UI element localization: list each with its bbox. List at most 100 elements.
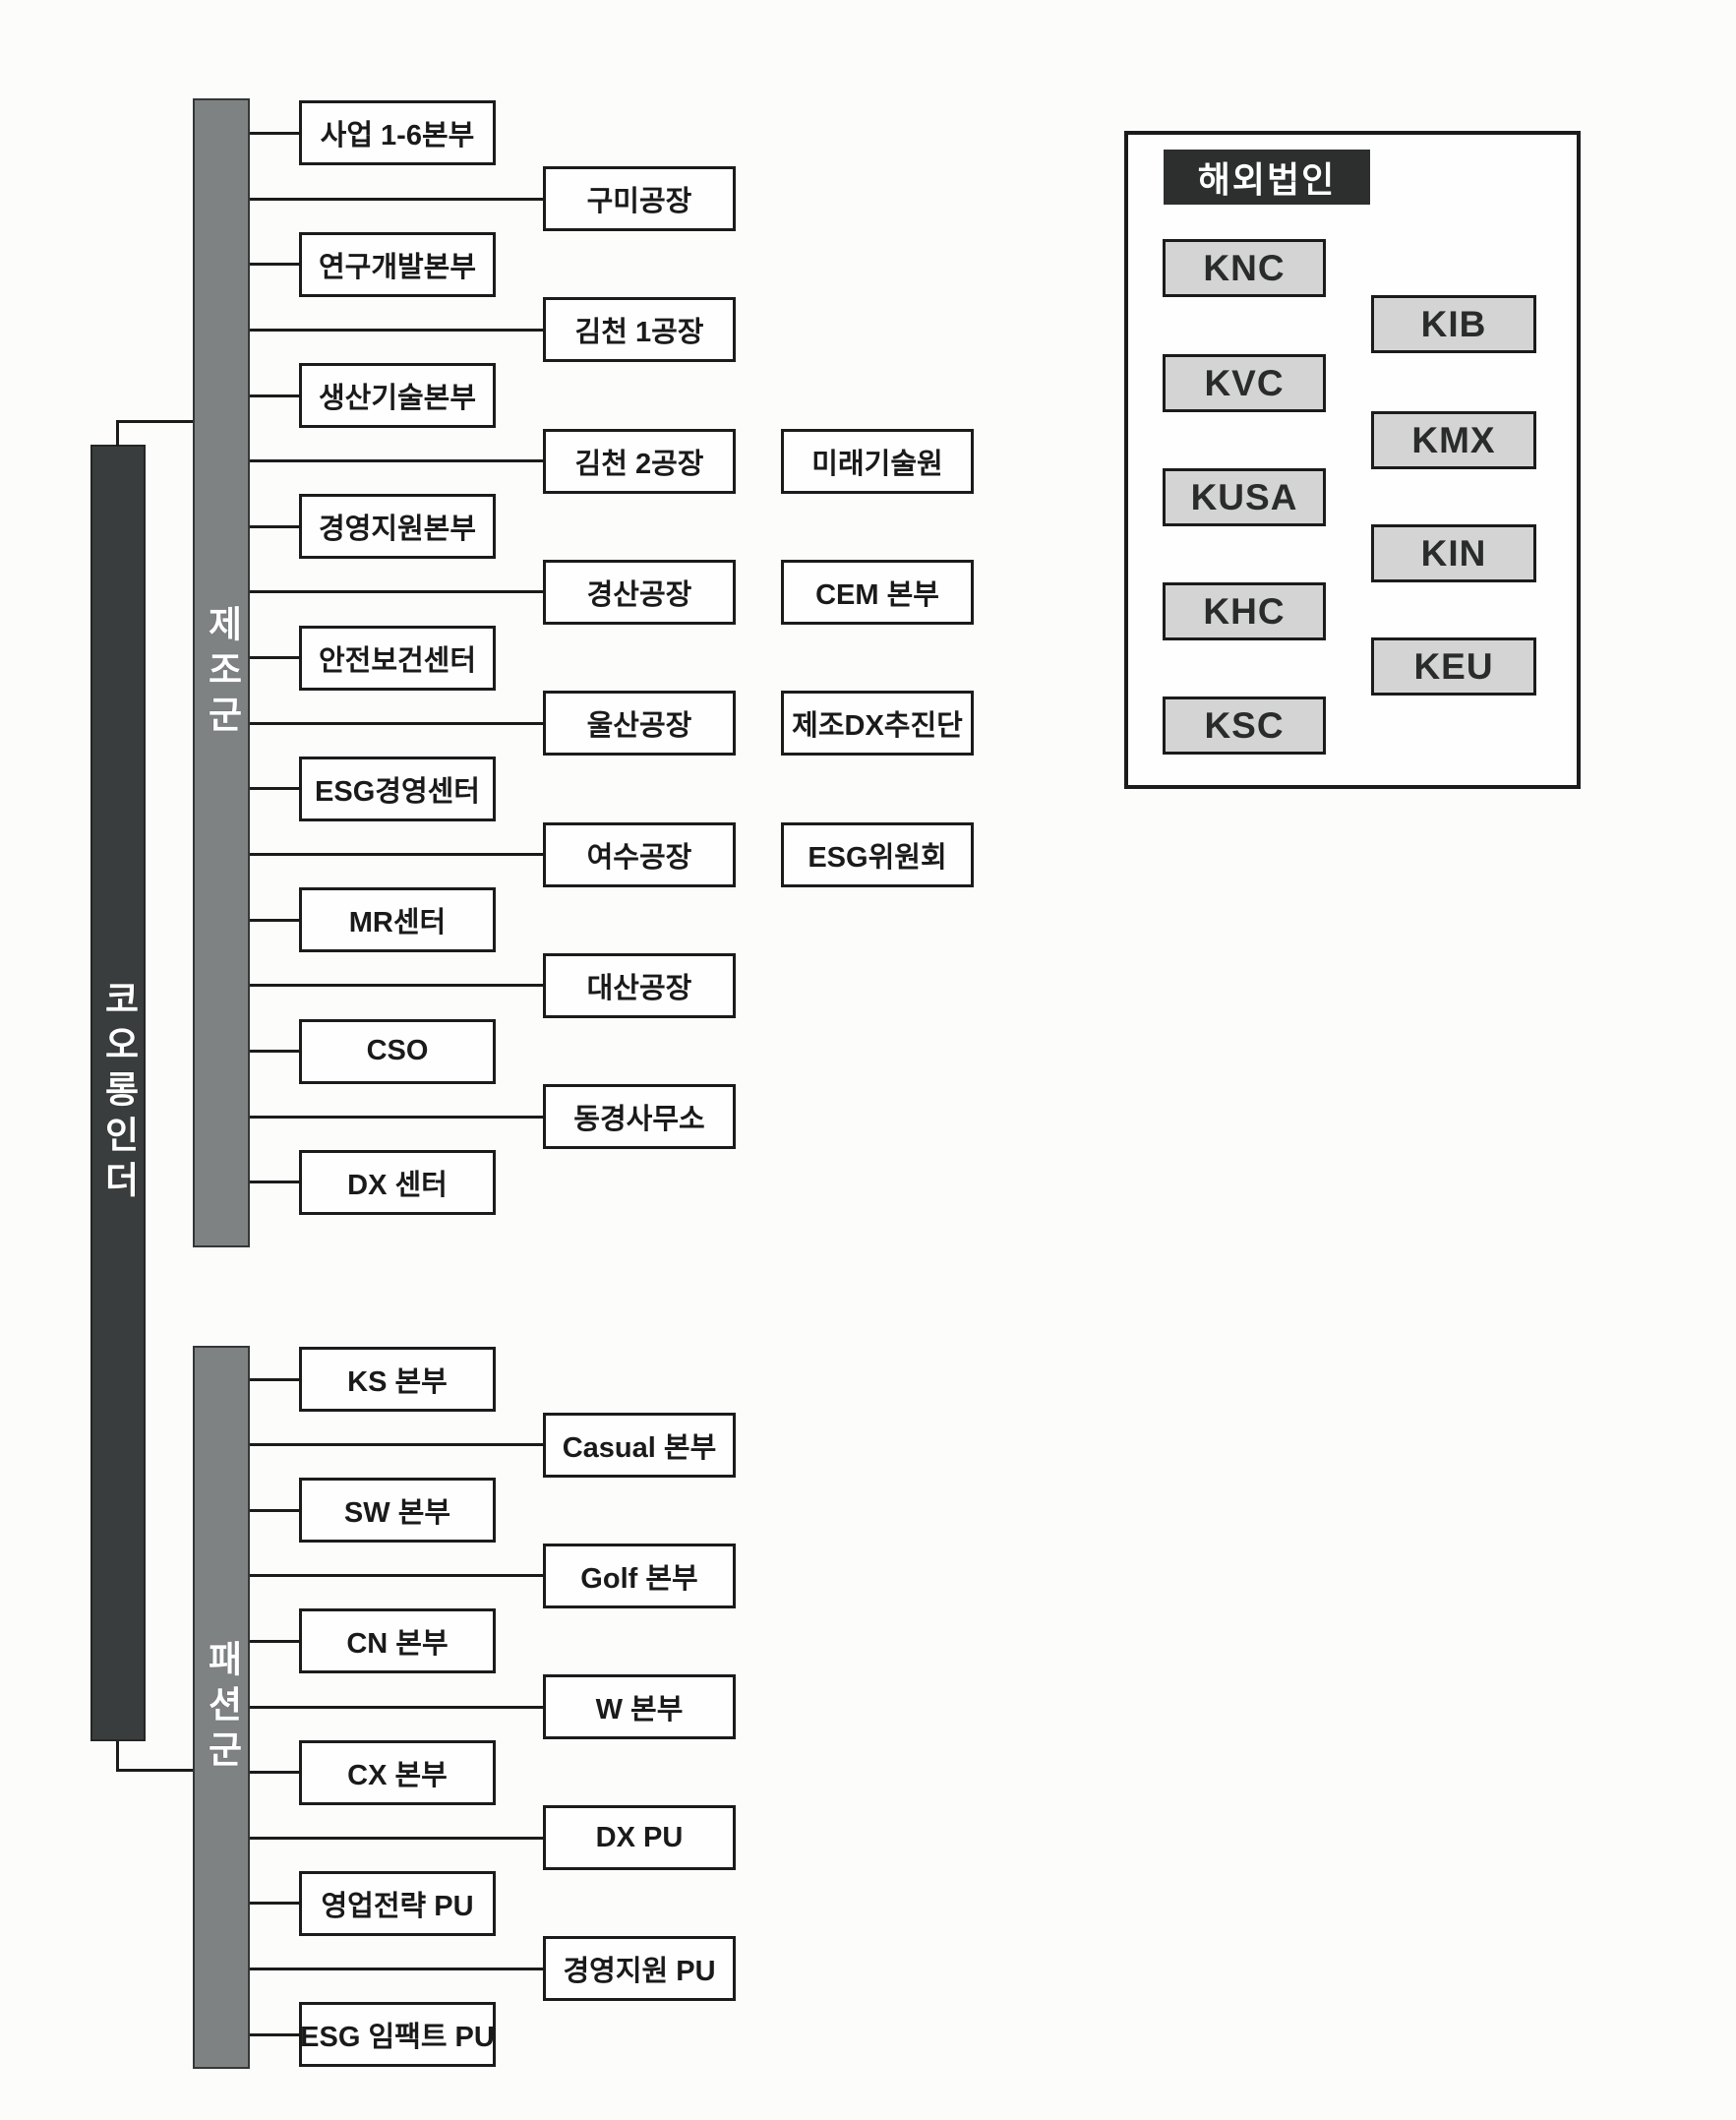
org-node-label: KEU [1413, 645, 1494, 687]
org-node-label: MR센터 [348, 907, 447, 939]
connector-line [250, 1443, 543, 1447]
org-node: 생산기술본부 [299, 363, 496, 428]
connector-root-to-manufacturing-vertical [116, 420, 119, 447]
org-node: CSO [299, 1018, 496, 1084]
org-node: SW 본부 [299, 1478, 496, 1544]
org-node-label: KIB [1420, 303, 1487, 344]
org-node: KS 본부 [299, 1347, 496, 1412]
org-node-label: SW 본부 [343, 1497, 451, 1530]
org-node: DX 센터 [299, 1149, 496, 1215]
org-node-label: KVC [1204, 362, 1285, 403]
org-node-label: ESG위원회 [808, 841, 947, 874]
org-node: 울산공장 [543, 691, 736, 757]
org-node-label: 여수공장 [586, 841, 692, 874]
org-node: 경영지원 PU [543, 1936, 736, 2002]
connector-line [250, 328, 543, 332]
connector-line [250, 1377, 299, 1381]
org-node: MR센터 [299, 887, 496, 953]
connector-line [250, 1639, 299, 1643]
overseas-node: KUSA [1163, 468, 1326, 526]
connector-line [250, 984, 543, 988]
org-node: W 본부 [543, 1674, 736, 1739]
overseas-node: KHC [1163, 582, 1326, 640]
org-node-label: 김천 1공장 [574, 317, 704, 349]
connector-line [250, 197, 543, 201]
org-node: 안전보건센터 [299, 625, 496, 691]
org-node-label: 생산기술본부 [318, 383, 477, 414]
org-node: ESG 임팩트 PU [299, 2002, 496, 2067]
org-node: CN 본부 [299, 1608, 496, 1674]
connector-line [250, 459, 543, 463]
org-node-label: CN 본부 [346, 1628, 449, 1661]
org-node-label: DX 센터 [347, 1169, 448, 1201]
overseas-node: KIN [1371, 524, 1536, 582]
org-node-label: 울산공장 [586, 710, 692, 743]
group-bar-fashion-label: 패션군 [202, 1639, 242, 1776]
org-node-label: 영업전략 PU [321, 1890, 474, 1922]
org-node-label: W 본부 [595, 1694, 684, 1726]
connector-line [250, 524, 299, 528]
connector-line [250, 1705, 543, 1709]
connector-line [250, 1902, 299, 1906]
connector-line [250, 1181, 299, 1184]
root-company-label: 코오롱인더 [98, 980, 139, 1206]
connector-line [250, 1967, 543, 1970]
org-node: Golf 본부 [543, 1543, 736, 1608]
connector-line [250, 918, 299, 922]
org-side-node: 미래기술원 [781, 428, 974, 494]
connector-line [250, 721, 543, 725]
connector-line [250, 1836, 543, 1840]
overseas-node: KVC [1163, 354, 1326, 412]
org-node: Casual 본부 [543, 1412, 736, 1478]
overseas-node: KMX [1371, 411, 1536, 469]
org-node-label: ESG경영센터 [315, 775, 480, 808]
connector-root-to-fashion-horizontal [116, 1769, 193, 1772]
connector-root-to-fashion-vertical [116, 1741, 119, 1772]
org-node-label: KSC [1204, 704, 1285, 746]
org-node-label: 김천 2공장 [574, 448, 704, 480]
connector-line [250, 787, 299, 791]
org-node-label: KMX [1411, 419, 1496, 460]
org-node-label: KUSA [1190, 476, 1298, 517]
org-node-label: 경영지원본부 [318, 514, 477, 546]
org-node: 구미공장 [543, 166, 736, 232]
org-node-label: KIN [1420, 532, 1487, 574]
org-node-label: 경산공장 [586, 578, 692, 611]
org-node: 동경사무소 [543, 1084, 736, 1150]
connector-line [250, 1771, 299, 1775]
org-node-label: 제조DX추진단 [792, 710, 963, 743]
org-node-label: 경영지원 PU [563, 1956, 716, 1988]
org-node-label: KS 본부 [347, 1366, 448, 1398]
org-node: 경산공장 [543, 559, 736, 625]
org-node: 김천 2공장 [543, 428, 736, 494]
org-node: 김천 1공장 [543, 297, 736, 363]
org-node-label: 연구개발본부 [318, 251, 477, 283]
org-node: 사업 1-6본부 [299, 100, 496, 166]
overseas-panel-title: 해외법인 [1197, 159, 1337, 200]
org-node: CX 본부 [299, 1739, 496, 1805]
org-node-label: ESG 임팩트 PU [300, 2022, 495, 2053]
overseas-node: KEU [1371, 637, 1536, 696]
connector-line [250, 1508, 299, 1512]
org-node: ESG경영센터 [299, 756, 496, 821]
org-node-label: 동경사무소 [573, 1104, 705, 1136]
connector-root-to-manufacturing-horizontal [116, 420, 193, 423]
org-node-label: CEM 본부 [815, 578, 939, 611]
connector-line [250, 394, 299, 397]
group-bar-manufacturing-label: 제조군 [202, 605, 242, 741]
connector-line [250, 1574, 543, 1578]
org-node-label: DX PU [595, 1821, 684, 1853]
overseas-node: KIB [1371, 295, 1536, 353]
org-node-label: CSO [366, 1035, 429, 1066]
overseas-node: KNC [1163, 239, 1326, 297]
org-node-label: 대산공장 [586, 972, 692, 1004]
org-node-label: KHC [1203, 590, 1286, 632]
connector-line [250, 853, 543, 857]
org-node-label: Casual 본부 [562, 1431, 717, 1464]
org-node: 연구개발본부 [299, 231, 496, 297]
org-node: 여수공장 [543, 821, 736, 887]
connector-line [250, 2032, 299, 2036]
org-node: 대산공장 [543, 952, 736, 1018]
org-side-node: CEM 본부 [781, 559, 974, 625]
